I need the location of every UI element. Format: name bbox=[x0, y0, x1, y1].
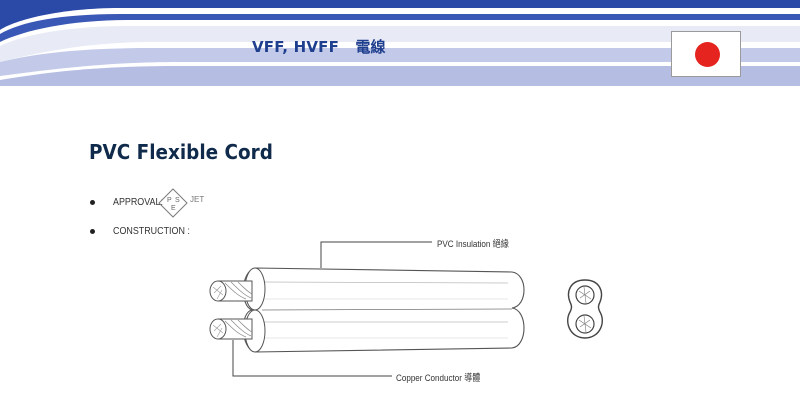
pse-letter-s: S bbox=[175, 197, 180, 204]
pse-jet-mark: P S E JET bbox=[158, 188, 218, 223]
conductor-label: Copper Conductor 導體 bbox=[396, 373, 481, 384]
insulation-callout-line bbox=[320, 241, 432, 268]
jet-text: JET bbox=[190, 195, 204, 204]
cable-jacket bbox=[242, 267, 525, 353]
flag-sun bbox=[695, 42, 720, 67]
header-banner: VFF, HVFF 電線 bbox=[0, 0, 800, 90]
bullet-construction bbox=[90, 229, 95, 234]
insulation-label: PVC Insulation 絕緣 bbox=[437, 239, 509, 250]
approval-label: APPROVAL: bbox=[113, 196, 163, 208]
header-stripes bbox=[0, 0, 800, 86]
conductor-top bbox=[218, 280, 253, 302]
page-title: PVC Flexible Cord bbox=[89, 140, 273, 164]
conductor-callout-line bbox=[232, 340, 392, 377]
conductor-bottom bbox=[218, 318, 253, 340]
pse-letter-e: E bbox=[171, 205, 176, 212]
japan-flag-icon bbox=[671, 31, 741, 77]
pse-mark-icon: P S E JET bbox=[158, 188, 204, 218]
header-title: VFF, HVFF 電線 bbox=[252, 38, 386, 56]
cross-section-icon bbox=[567, 279, 603, 339]
pse-letter-p: P bbox=[167, 197, 172, 204]
cable-center-line bbox=[261, 308, 513, 311]
bullet-approval bbox=[90, 200, 95, 205]
construction-label: CONSTRUCTION : bbox=[113, 225, 190, 237]
